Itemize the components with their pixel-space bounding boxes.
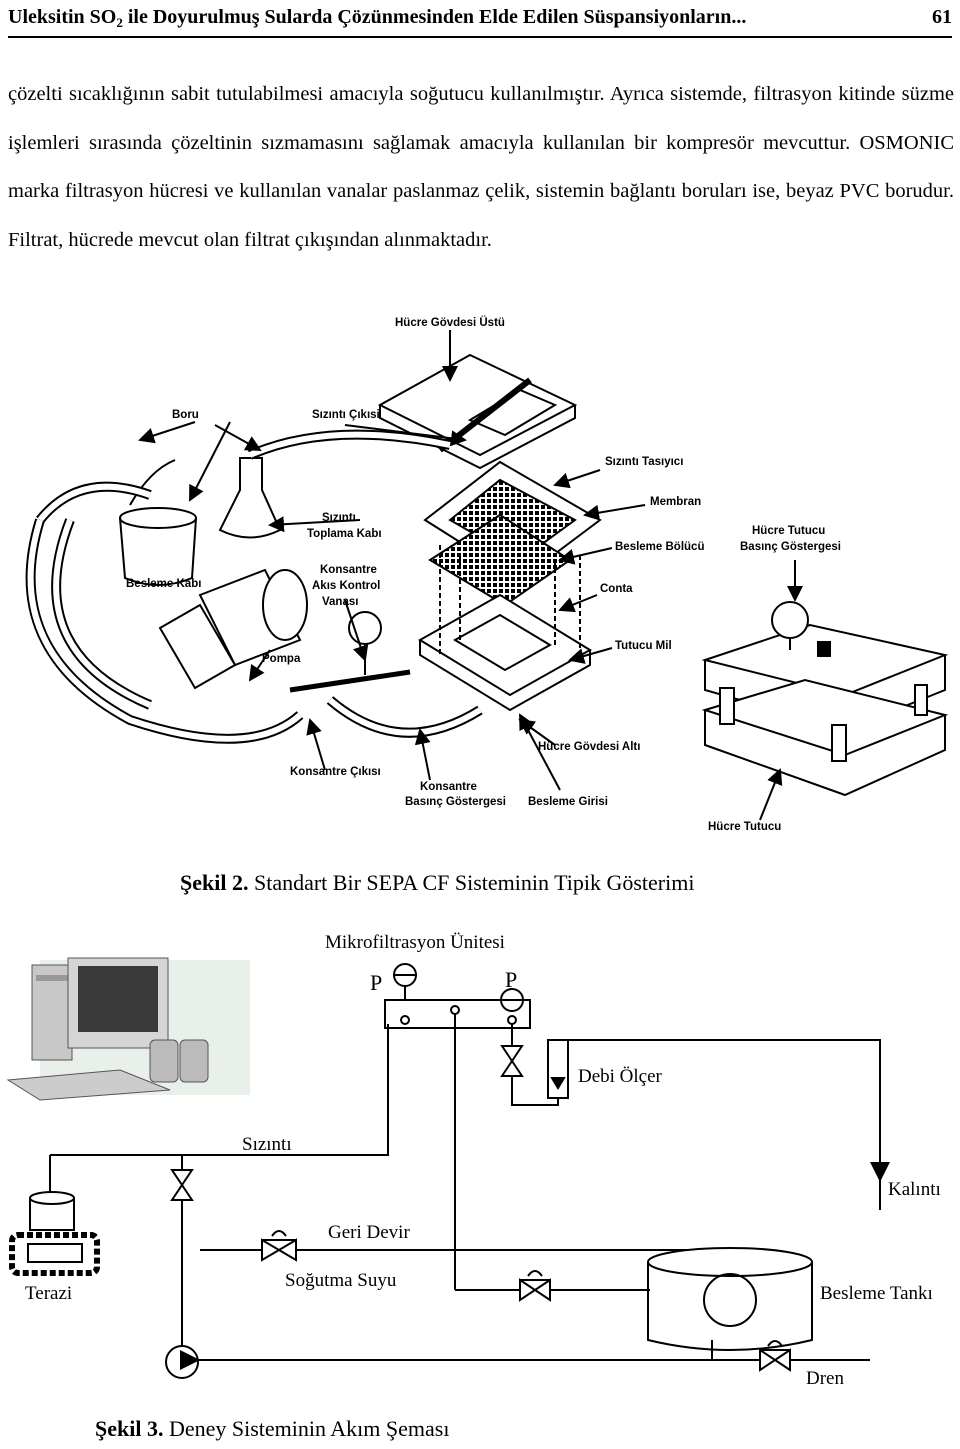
- label-konsantre-bg-1: Konsantre: [420, 781, 477, 793]
- paragraph-line-3: kullanılan bir kompresör mevcuttur. OSMO…: [8, 131, 955, 203]
- label-konsantre-bg-2: Basınç Göstergesi: [405, 796, 506, 808]
- label-besleme-kabi: Besleme Kabı: [126, 578, 201, 590]
- label-tutucu-mil: Tutucu Mil: [615, 640, 672, 652]
- label-sizinti-toplama-2: Toplama Kabı: [307, 528, 382, 540]
- label-konsantre-2: Akıs Kontrol: [312, 580, 380, 592]
- label-p2: P: [505, 967, 517, 992]
- label-besleme-bolucu: Besleme Bölücü: [615, 541, 704, 553]
- title-part1: Uleksitin SO: [8, 6, 117, 28]
- body-paragraph: çözelti sıcaklığının sabit tutulabilmesi…: [8, 70, 954, 264]
- label-boru: Boru: [172, 409, 199, 421]
- label-hucre-govdesi-ustu: Hücre Gövdesi Üstü: [395, 316, 505, 329]
- figure-3-caption-label: Şekil 3.: [95, 1416, 164, 1441]
- label-hucre-tutucu: Hücre Tutucu: [708, 821, 781, 833]
- label-kalinti: Kalıntı: [888, 1179, 941, 1200]
- label-p1: P: [370, 970, 382, 995]
- paragraph-line-1: çözelti sıcaklığının sabit tutulabilmesi…: [8, 83, 748, 105]
- figure-3-flow-scheme: Mikrofiltrasyon Ünitesi P P Debi Ölçer S…: [6, 932, 941, 1389]
- label-dren: Dren: [806, 1368, 844, 1389]
- title-subscript: 2: [116, 15, 123, 30]
- label-mikrofiltrasyon: Mikrofiltrasyon Ünitesi: [325, 932, 505, 953]
- label-sogutma-suyu: Soğutma Suyu: [285, 1270, 397, 1291]
- label-besleme-tanki: Besleme Tankı: [820, 1283, 933, 1304]
- paragraph-line-4: paslanmaz çelik, sistemin bağlantı borul…: [8, 180, 955, 251]
- computer-image: [6, 957, 250, 1101]
- running-title: Uleksitin SO2 ile Doyurulmuş Sularda Çöz…: [8, 6, 747, 30]
- figure-2-illustration: Hücre Gövdesi Üstü Boru Sızıntı Çıkısi S…: [25, 316, 949, 833]
- figure-3-caption-text: Deney Sisteminin Akım Şeması: [163, 1416, 450, 1441]
- label-terazi: Terazi: [25, 1283, 72, 1304]
- page-number: 61: [932, 6, 952, 28]
- label-hucre-govdesi-alti: Hücre Gövdesi Altı: [538, 741, 640, 753]
- label-konsantre-1: Konsantre: [320, 564, 377, 576]
- label-sizinti: Sızıntı: [242, 1134, 292, 1155]
- paragraph-line-2: filtrasyon kitinde süzme işlemleri sıras…: [8, 83, 955, 154]
- label-pompa: Pompa: [262, 653, 301, 665]
- label-debi-olcer: Debi Ölçer: [578, 1066, 663, 1087]
- label-sizinti-cikisi: Sızıntı Çıkısi: [312, 409, 380, 421]
- title-part2: ile Doyurulmuş Sularda Çözünmesinden Eld…: [122, 6, 747, 28]
- figure-2-caption-text: Standart Bir SEPA CF Sisteminin Tipik Gö…: [248, 870, 695, 895]
- running-header: Uleksitin SO2 ile Doyurulmuş Sularda Çöz…: [8, 0, 952, 38]
- label-hucre-tutucu-bg-1: Hücre Tutucu: [752, 525, 825, 537]
- figure-3-caption: Şekil 3. Deney Sisteminin Akım Şeması: [95, 1416, 449, 1442]
- label-geri-devir: Geri Devir: [328, 1222, 410, 1243]
- label-besleme-girisi: Besleme Girisi: [528, 796, 608, 808]
- label-sizinti-tasiyici: Sızıntı Tasıyıcı: [605, 456, 683, 468]
- paragraph-line-5: olan filtrat çıkışından alınmaktadır.: [203, 228, 492, 251]
- label-konsantre-3: Vanası: [322, 596, 358, 608]
- label-conta: Conta: [600, 583, 633, 595]
- label-konsantre-cikisi: Konsantre Çıkısı: [290, 766, 381, 778]
- label-membran: Membran: [650, 496, 701, 508]
- figure-2-caption-label: Şekil 2.: [180, 870, 249, 895]
- label-hucre-tutucu-bg-2: Basınç Göstergesi: [740, 541, 841, 553]
- figure-2-caption: Şekil 2. Standart Bir SEPA CF Sisteminin…: [180, 870, 694, 896]
- label-sizinti-toplama-1: Sızıntı: [322, 512, 356, 524]
